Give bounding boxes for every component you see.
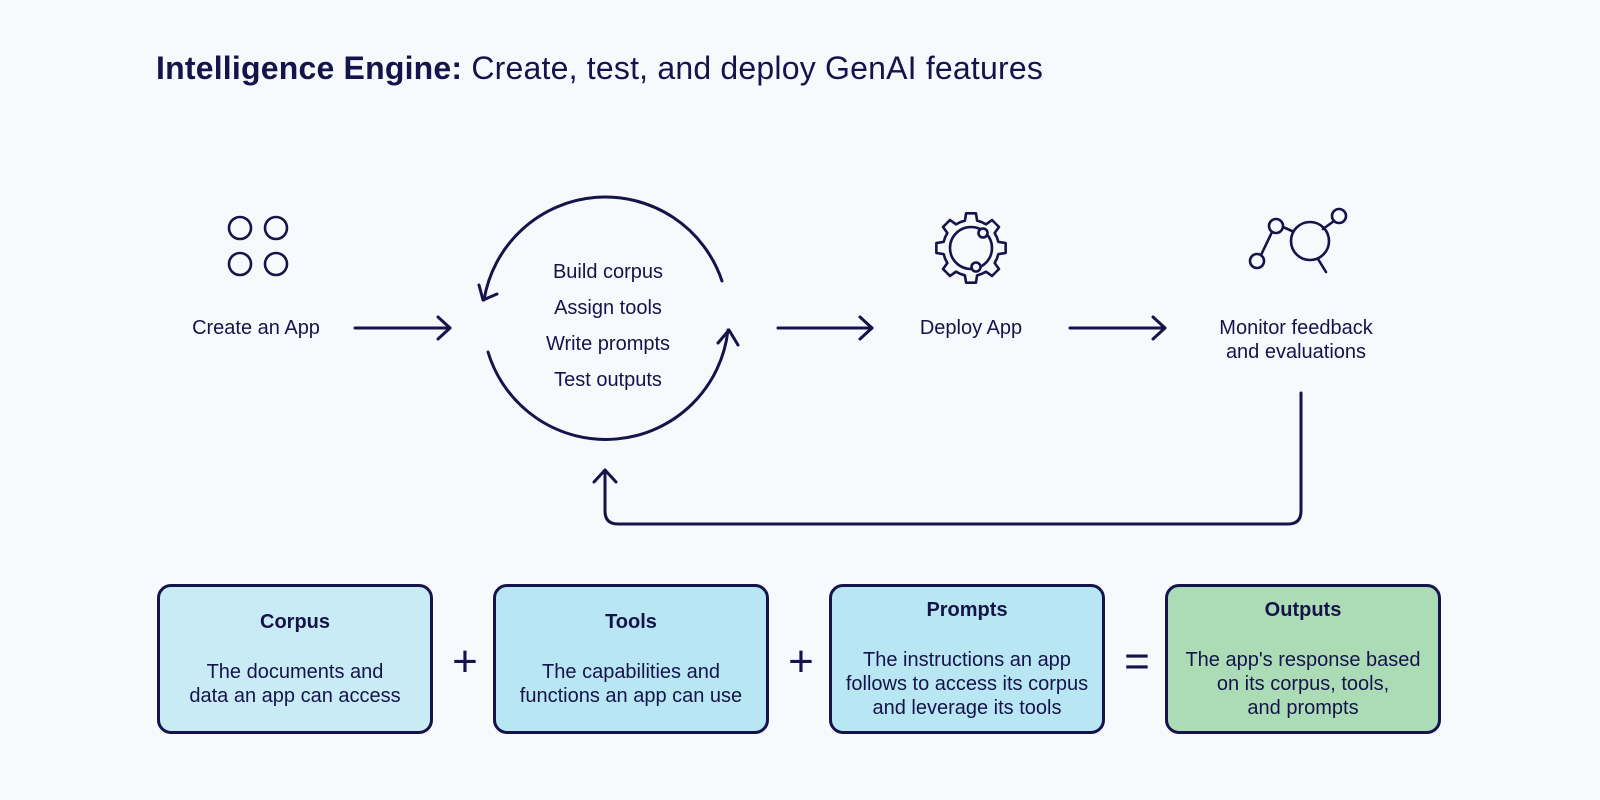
card-description: The instructions an app follows to acces…	[845, 648, 1089, 719]
card-outputs: Outputs The app's response based on its …	[1165, 584, 1441, 734]
equals-operator: =	[1124, 637, 1150, 686]
card-title: Tools	[605, 610, 657, 633]
four-circles-icon	[227, 215, 289, 277]
card-description: The documents and data an app can access	[189, 660, 401, 707]
plus-operator: +	[788, 637, 814, 686]
step-monitor-line2: and evaluations	[1225, 341, 1367, 363]
arrow-deploy-to-monitor	[1068, 315, 1167, 341]
step-monitor-line1: Monitor feedback	[1219, 317, 1373, 339]
cycle-step-write-prompts: Write prompts	[545, 333, 671, 355]
analytics-magnifier-icon	[1248, 207, 1348, 274]
title-rest: Create, test, and deploy GenAI features	[462, 50, 1044, 86]
card-corpus: Corpus The documents and data an app can…	[157, 584, 433, 734]
step-deploy-app: Deploy App	[919, 317, 1023, 339]
page-title: Intelligence Engine: Create, test, and d…	[156, 50, 1043, 87]
cycle-step-build-corpus: Build corpus	[552, 261, 664, 283]
arrow-create-to-cycle	[353, 315, 452, 341]
cycle-steps: Build corpus Assign tools Write prompts …	[512, 254, 704, 398]
card-title: Outputs	[1264, 598, 1342, 621]
title-bold: Intelligence Engine:	[156, 50, 463, 86]
card-prompts: Prompts The instructions an app follows …	[829, 584, 1105, 734]
cycle-step-test-outputs: Test outputs	[554, 369, 662, 391]
cycle-arrow-top	[477, 195, 724, 302]
step-create-app: Create an App	[192, 317, 320, 339]
card-tools: Tools The capabilities and functions an …	[493, 584, 769, 734]
feedback-loop-arrow	[592, 391, 1303, 526]
card-description: The app's response based on its corpus, …	[1185, 648, 1421, 719]
card-title: Prompts	[926, 598, 1008, 621]
cycle-arrow-bottom	[486, 328, 740, 441]
step-monitor: Monitor feedback and evaluations	[1196, 316, 1396, 364]
card-title: Corpus	[260, 610, 330, 633]
plus-operator: +	[452, 637, 478, 686]
arrow-cycle-to-deploy	[776, 315, 874, 341]
gear-icon	[935, 212, 1007, 284]
cycle-step-assign-tools: Assign tools	[554, 297, 662, 319]
card-description: The capabilities and functions an app ca…	[519, 660, 743, 707]
